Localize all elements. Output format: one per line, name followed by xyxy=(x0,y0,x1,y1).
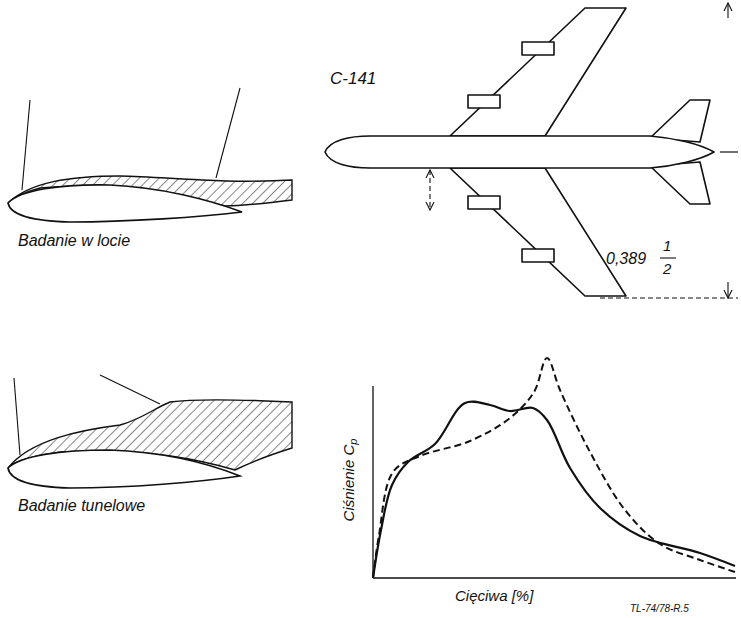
flight-airfoil xyxy=(8,88,292,222)
fraction-bar xyxy=(660,257,676,258)
dimension-line xyxy=(727,282,728,298)
tailplane xyxy=(650,100,710,142)
figure-label: Cięciwa [%] xyxy=(455,588,533,605)
figure-label: TL-74/78-R.5 xyxy=(630,603,689,614)
fuselage xyxy=(325,136,714,168)
tailplane xyxy=(650,162,710,204)
dimension-lines xyxy=(426,3,738,298)
dimension-line xyxy=(429,170,430,210)
dimension-line xyxy=(727,3,728,18)
axis-label: Ciśnienie C xyxy=(340,445,357,522)
dimension-arrow xyxy=(724,290,732,298)
pressure-chart xyxy=(373,358,736,578)
figure-label: 0,389 xyxy=(606,250,646,268)
centerline-tick xyxy=(720,151,738,152)
wing xyxy=(450,8,626,136)
engine-pod xyxy=(468,196,500,209)
y-axis xyxy=(372,386,373,578)
figure-label: Badanie tunelowe xyxy=(18,497,145,515)
wing xyxy=(450,168,626,296)
leader-line xyxy=(100,375,160,404)
flight-curve xyxy=(373,402,735,578)
engine-pod xyxy=(522,249,554,262)
figure-label: C-141 xyxy=(330,70,376,89)
airfoil-profile xyxy=(8,185,242,222)
dimension-arrow xyxy=(724,3,732,11)
aircraft-planform xyxy=(325,8,738,296)
tunnel-airfoil xyxy=(8,375,292,488)
leader-line xyxy=(216,88,240,178)
figure-label: 2 xyxy=(663,261,671,278)
tunnel-curve xyxy=(373,358,735,578)
leader-line xyxy=(22,100,30,190)
axis-title: Ciśnienie Cp xyxy=(340,439,359,522)
dimension-line xyxy=(600,297,738,298)
engine-pod xyxy=(522,42,554,55)
figure-label: Badanie w locie xyxy=(18,232,130,250)
x-axis xyxy=(373,577,736,578)
figure-label: 1 xyxy=(663,238,671,255)
dimension-arrow xyxy=(426,170,434,210)
subscript: p xyxy=(347,439,359,445)
leader-line xyxy=(14,378,20,455)
airfoil-profile xyxy=(8,450,240,488)
engine-pod xyxy=(468,95,500,108)
